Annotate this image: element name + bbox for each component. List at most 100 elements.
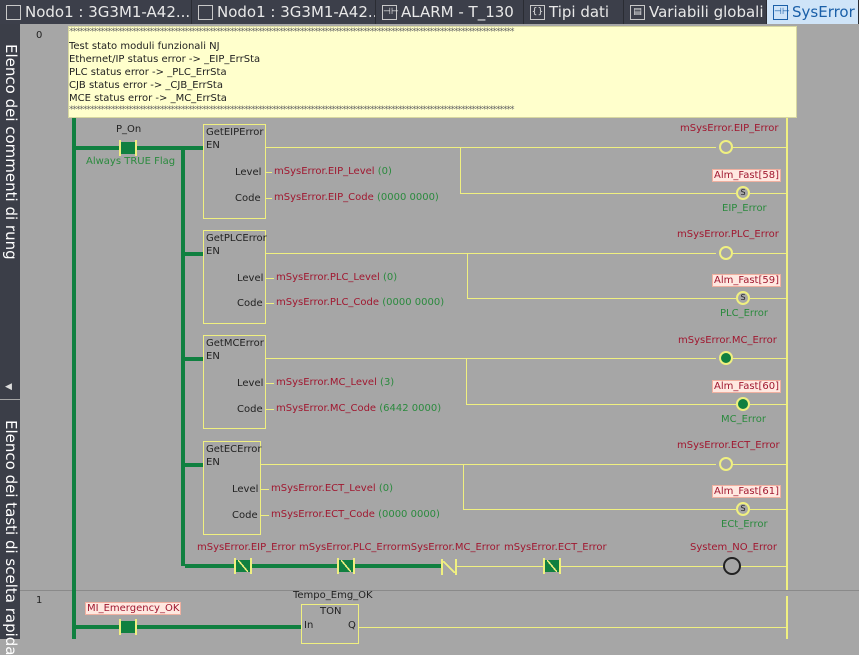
fb-name: GetMCError xyxy=(206,338,264,349)
fb-en-pin: EN xyxy=(206,246,220,257)
wire xyxy=(266,253,716,254)
fb-level-var[interactable]: mSysError.EIP_Level (0) xyxy=(274,166,392,177)
right-power-rail-rung1 xyxy=(786,596,788,639)
nc-contact-ect[interactable] xyxy=(543,558,561,574)
contact-label: mSysError.EIP_Error xyxy=(197,542,296,553)
tab-label: Variabili globali xyxy=(649,3,764,21)
set-coil[interactable]: S xyxy=(736,186,750,200)
fb-level-var[interactable]: mSysError.ECT_Level (0) xyxy=(271,483,393,494)
fb-level-var[interactable]: mSysError.MC_Level (3) xyxy=(276,377,394,388)
comment-line: PLC status error -> _PLC_ErrSta xyxy=(69,67,227,78)
contact-label: mSysError.ECT_Error xyxy=(504,542,607,553)
var-value: (3) xyxy=(380,377,395,388)
fb-code-pin: Code xyxy=(237,404,263,415)
coil-var[interactable]: mSysError.MC_Error xyxy=(678,335,777,346)
fb-code-var[interactable]: mSysError.PLC_Code (0000 0000) xyxy=(276,297,444,308)
fb-level-var[interactable]: mSysError.PLC_Level (0) xyxy=(276,272,397,283)
coil-var[interactable]: mSysError.EIP_Error xyxy=(680,123,779,134)
plc-error-coil[interactable] xyxy=(719,246,733,260)
p-on-contact[interactable] xyxy=(119,140,137,156)
wire xyxy=(733,464,786,465)
energized-wire xyxy=(185,252,203,256)
fb-level-pin: Level xyxy=(232,484,259,495)
fb-code-var[interactable]: mSysError.MC_Code (6442 0000) xyxy=(276,403,441,414)
fb-getecerror[interactable] xyxy=(203,441,261,535)
wire xyxy=(460,193,736,194)
wire xyxy=(750,404,786,405)
wire xyxy=(463,509,736,510)
var-value: (0) xyxy=(383,272,398,283)
mc-error-coil[interactable] xyxy=(719,351,733,365)
editor-tab-bar: Nodo1 : 3G3M1-A42... Nodo1 : 3G3M1-A42..… xyxy=(0,0,859,24)
wire xyxy=(457,566,544,567)
var-value: (0) xyxy=(378,483,394,494)
tab-syserror[interactable]: ⊣⊢SysError - xyxy=(767,0,859,24)
fb-code-var[interactable]: mSysError.ECT_Code (0000 0000) xyxy=(271,509,440,520)
set-coil[interactable]: S xyxy=(736,397,750,411)
set-coil-name: EIP_Error xyxy=(722,203,767,214)
coil-var[interactable]: mSysError.PLC_Error xyxy=(677,229,779,240)
set-coil-var[interactable]: Alm_Fast[60] xyxy=(712,380,781,393)
rung-comment[interactable]: ****************************************… xyxy=(68,26,797,118)
fb-code-var[interactable]: mSysError.EIP_Code (0000 0000) xyxy=(274,192,439,203)
comment-line: MCE status error -> _MC_ErrSta xyxy=(69,93,227,104)
fb-geteiperror[interactable] xyxy=(203,124,266,219)
var-name: mSysError.EIP_Level xyxy=(274,166,375,177)
set-coil-name: PLC_Error xyxy=(720,308,768,319)
comment-stars: ****************************************… xyxy=(69,105,515,115)
set-coil-var[interactable]: Alm_Fast[58] xyxy=(712,169,781,182)
tab-tipi-dati[interactable]: {}Tipi dati xyxy=(524,0,624,24)
energized-wire xyxy=(76,625,120,629)
tab-alarm-t130[interactable]: ⊣⊢ALARM - T_130 xyxy=(376,0,524,24)
energized-wire xyxy=(185,463,203,467)
nc-contact-mc[interactable] xyxy=(441,559,457,575)
side-panel-shortcut-keys[interactable]: Elenco dei tasti di scelta rapida xyxy=(0,400,20,655)
tab-nodo1-a[interactable]: Nodo1 : 3G3M1-A42... xyxy=(0,0,192,24)
var-value: (0) xyxy=(377,166,392,177)
var-value: (0000 0000) xyxy=(382,297,445,308)
collapse-arrow-icon[interactable]: ◀ xyxy=(5,382,12,392)
set-coil-name: ECt_Error xyxy=(721,519,768,530)
wire xyxy=(466,404,736,405)
fb-in-pin: In xyxy=(304,620,314,631)
wire xyxy=(463,464,464,509)
fb-en-pin: EN xyxy=(206,457,220,468)
rung-gutter xyxy=(20,24,68,639)
mi-emergency-ok-contact[interactable] xyxy=(119,619,137,635)
tab-variabili-globali[interactable]: ▤Variabili globali xyxy=(624,0,767,24)
wire xyxy=(561,566,723,567)
side-panel-label: Elenco dei commenti di rung xyxy=(2,44,20,260)
fb-getplcerror[interactable] xyxy=(203,230,266,324)
wire xyxy=(266,172,272,173)
set-coil-var[interactable]: Alm_Fast[61] xyxy=(712,485,781,498)
nc-contact-eip[interactable] xyxy=(234,558,252,574)
fb-getmcerror[interactable] xyxy=(203,335,266,429)
var-name: mSysError.EIP_Code xyxy=(274,192,374,203)
var-name: mSysError.ECT_Code xyxy=(271,509,375,520)
fb-q-pin: Q xyxy=(348,620,356,631)
energized-wire xyxy=(137,146,185,150)
wire xyxy=(266,358,716,359)
fb-en-pin: EN xyxy=(206,140,220,151)
wire xyxy=(266,409,274,410)
wire xyxy=(266,278,274,279)
wire xyxy=(266,303,274,304)
ect-error-coil[interactable] xyxy=(719,457,733,471)
side-panel-rung-comments[interactable]: Elenco dei commenti di rung ◀ xyxy=(0,24,20,399)
fb-level-pin: Level xyxy=(237,378,264,389)
set-coil-var[interactable]: Alm_Fast[59] xyxy=(712,274,781,287)
energized-wire xyxy=(185,357,203,361)
tab-nodo1-b[interactable]: Nodo1 : 3G3M1-A42... xyxy=(192,0,376,24)
eip-error-coil[interactable] xyxy=(719,140,733,154)
set-coil[interactable]: S xyxy=(736,502,750,516)
var-name: mSysError.PLC_Code xyxy=(276,297,380,308)
coil-var[interactable]: mSysError.ECT_Error xyxy=(677,440,780,451)
comment-line: Test stato moduli funzionali NJ xyxy=(69,41,220,52)
grid-icon xyxy=(6,4,21,20)
fb-code-pin: Code xyxy=(237,298,263,309)
nc-contact-plc[interactable] xyxy=(337,558,355,574)
comment-line: CJB status error -> _CJB_ErrSta xyxy=(69,80,223,91)
fb-code-pin: Code xyxy=(235,193,261,204)
set-coil[interactable]: S xyxy=(736,291,750,305)
system-no-error-coil[interactable] xyxy=(723,557,741,575)
